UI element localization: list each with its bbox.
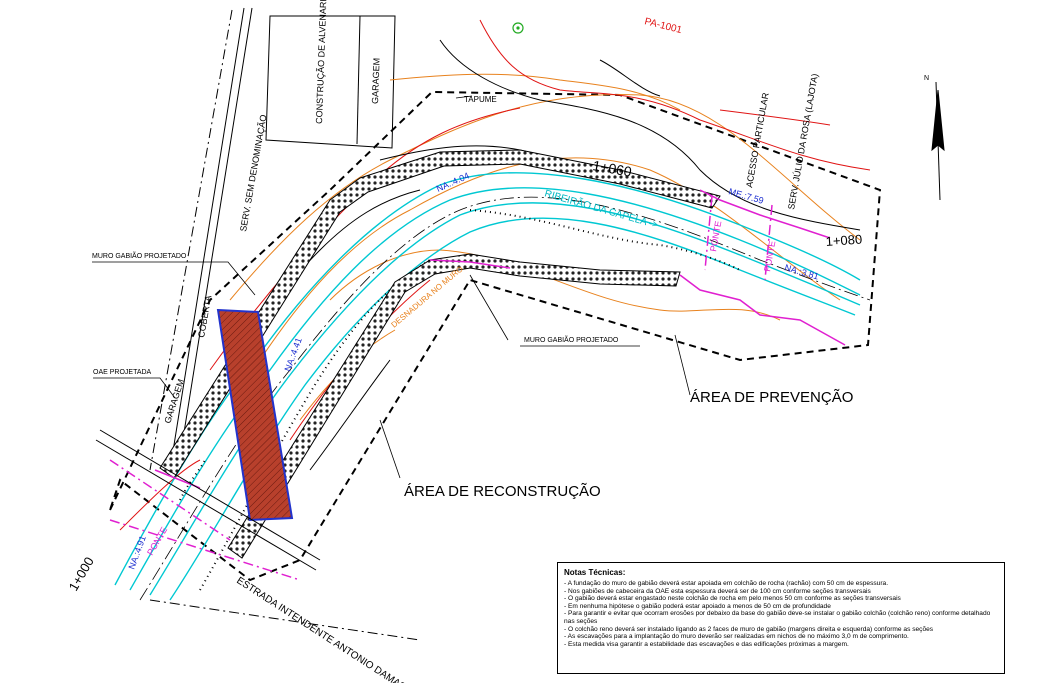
label-garagem-left: GARAGEM: [162, 378, 186, 425]
label-me-759: ME.:7.59: [727, 186, 764, 206]
note-item: - O colchão reno deverá ser instalado li…: [564, 625, 934, 633]
label-muro-gabiao-left: MURO GABIÃO PROJETADO: [92, 251, 187, 260]
label-tapume: TAPUME: [464, 95, 497, 104]
survey-marker-icon: [512, 22, 524, 34]
area-prevencao-boundary: [109, 90, 882, 582]
label-acesso-particular: ACESSO PARTICULAR: [744, 91, 771, 188]
technical-notes-box: Notas Técnicas: - A fundação do muro de …: [557, 562, 1005, 674]
label-station-1080: 1+080: [825, 231, 862, 249]
gabion-wall-south: [227, 253, 681, 559]
gabion-walls: [159, 149, 721, 559]
river-centerline: [139, 196, 871, 601]
note-item: - Esta medida visa garantir a estabilida…: [564, 640, 849, 648]
notes-list: - A fundação do muro de gabião deverá es…: [564, 580, 998, 648]
label-area-reconstrucao: ÁREA DE RECONSTRUÇÃO: [404, 483, 601, 500]
label-estrada: ESTRADA INTENDENTE ANTONIO DAMASCO: [234, 575, 420, 683]
label-garagem-top: GARAGEM: [370, 58, 382, 104]
gabion-wall-north: [159, 149, 721, 479]
building-block: [265, 15, 396, 149]
note-item: - Nos gabiões de cabeceira da OAE esta e…: [564, 587, 871, 595]
note-item: - Para garantir e evitar que ocorram ero…: [564, 610, 991, 625]
label-station-1060: 1+060: [591, 157, 633, 180]
label-construcao: CONSTRUÇÃO DE ALVENARIA: [314, 0, 329, 124]
label-muro-gabiao-center: MURO GABIÃO PROJETADO: [524, 335, 619, 344]
note-item: - Em nenhuma hipótese o gabião poderá es…: [564, 602, 831, 610]
note-item: - O gabião deverá estar engastado neste …: [564, 595, 901, 603]
notes-title: Notas Técnicas:: [564, 568, 626, 577]
road-serv-sem-denominacao: [149, 7, 253, 471]
label-serv-julio: SERV. JÚLIO DA ROSA (LAJOTA): [786, 73, 820, 211]
dotted-edges: [179, 209, 741, 591]
label-ponte-c: PONTE: [145, 525, 169, 557]
label-station-1000: 1+000: [66, 554, 97, 593]
label-oae-projetada: OAE PROJETADA: [93, 369, 152, 376]
label-serv-sem-denominacao: SERV. SEM DENOMINAÇÃO: [238, 114, 268, 232]
label-na-441: NA.:4.41: [282, 336, 303, 372]
label-area-prevencao: ÁREA DE PREVENÇÃO: [690, 389, 853, 406]
north-arrow-icon: [931, 81, 945, 201]
label-pa-1001: PA-1001: [643, 16, 683, 36]
note-item: - As escavações para a implantação do mu…: [564, 633, 909, 641]
note-item: - A fundação do muro de gabião deverá es…: [564, 580, 889, 587]
label-na-381: NA.:3.81: [783, 262, 819, 281]
oae-projetada-bridge: [216, 308, 294, 522]
road-estrada: [95, 429, 421, 641]
leader-lines: [92, 95, 691, 479]
label-coberta: COBERTA: [196, 295, 213, 339]
north-label: N: [924, 75, 929, 82]
label-ponte-b: PONTE: [762, 240, 777, 272]
